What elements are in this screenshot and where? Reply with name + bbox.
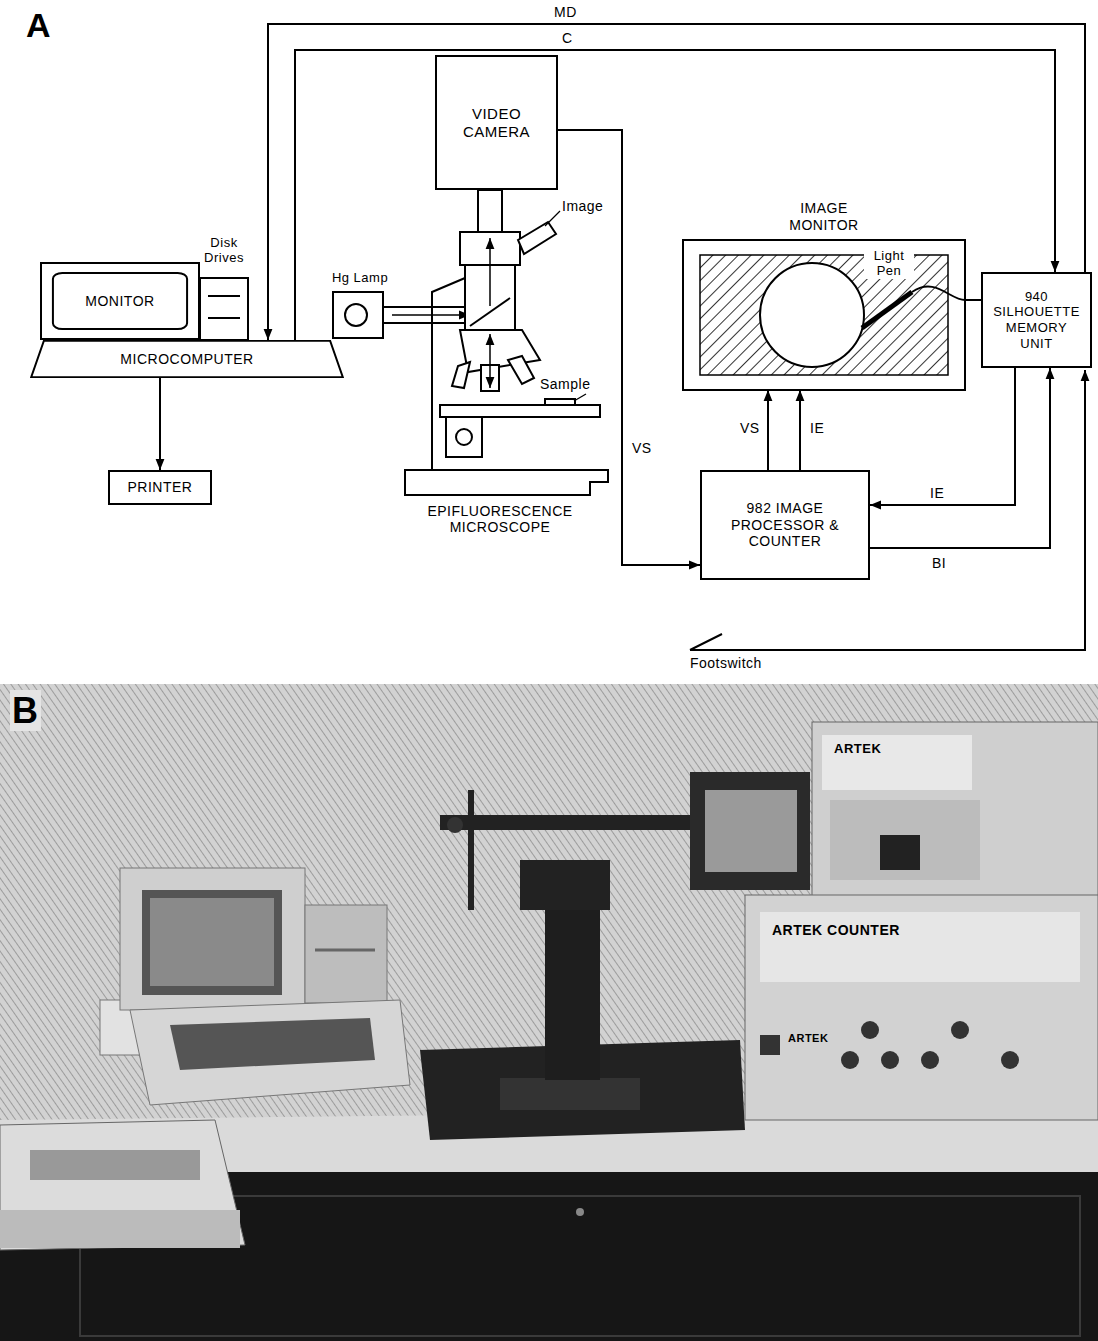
lamp-art [333,292,470,338]
image-monitor-art [683,240,965,390]
signal-line [159,378,161,470]
disk-drives-art [200,278,248,340]
node-label: 940 SILHOUETTE MEMORY UNIT [989,289,1084,351]
node-label: Hg Lamp [332,270,388,286]
node-label: 982 IMAGE PROCESSOR & COUNTER [725,500,845,550]
signal-label: IE [808,420,826,436]
node-label: MICROCOMPUTER [120,351,253,368]
microcomputer-base: MICROCOMPUTER [28,340,346,378]
printer-box: PRINTER [108,470,212,505]
brand-text: ARTEK [832,742,883,757]
photograph [0,684,1098,1341]
signal-label: MD [552,4,579,20]
signal-line [268,24,1085,340]
node-label: PRINTER [128,479,193,496]
node-label: MONITOR [85,293,154,310]
node-label: VIDEO CAMERA [443,105,550,141]
node-label: IMAGE MONITOR [774,200,874,234]
image-monitor: IMAGE MONITOR [683,200,965,390]
lamp-housing: Hg Lamp [326,270,394,342]
signal-line [799,390,801,470]
signal-label: C [560,30,575,46]
signal-line [558,130,700,565]
part-label: Image [562,198,603,214]
brand-text: ARTEK [786,1032,830,1045]
panel-letter: A [26,6,51,45]
part-label: Disk Drives [196,236,252,266]
signal-line [870,368,1050,548]
signal-line [295,50,1055,340]
signal-label: IE [928,485,946,501]
signal-line [870,368,1015,505]
signal-label: BI [930,555,948,571]
processor-box: 982 IMAGE PROCESSOR & COUNTER [700,470,870,580]
part-label: Sample [540,376,590,392]
part-label: Footswitch [690,655,762,671]
panel-letter: B [10,690,41,731]
signal-label: VS [738,420,762,436]
memory-unit-box: 940 SILHOUETTE MEMORY UNIT [981,272,1092,368]
signal-label: VS [630,440,654,456]
signal-line [767,390,769,470]
footswitch-wire [690,370,1085,650]
brand-text: ARTEK COUNTER [770,922,902,938]
monitor-box: MONITOR [40,262,200,340]
microscope-art [405,190,608,495]
signal-line [965,299,981,301]
camera-box: VIDEO CAMERA [435,55,558,190]
part-label: EPIFLUORESCENCE MICROSCOPE [400,503,600,535]
part-label: Light Pen [864,249,914,279]
